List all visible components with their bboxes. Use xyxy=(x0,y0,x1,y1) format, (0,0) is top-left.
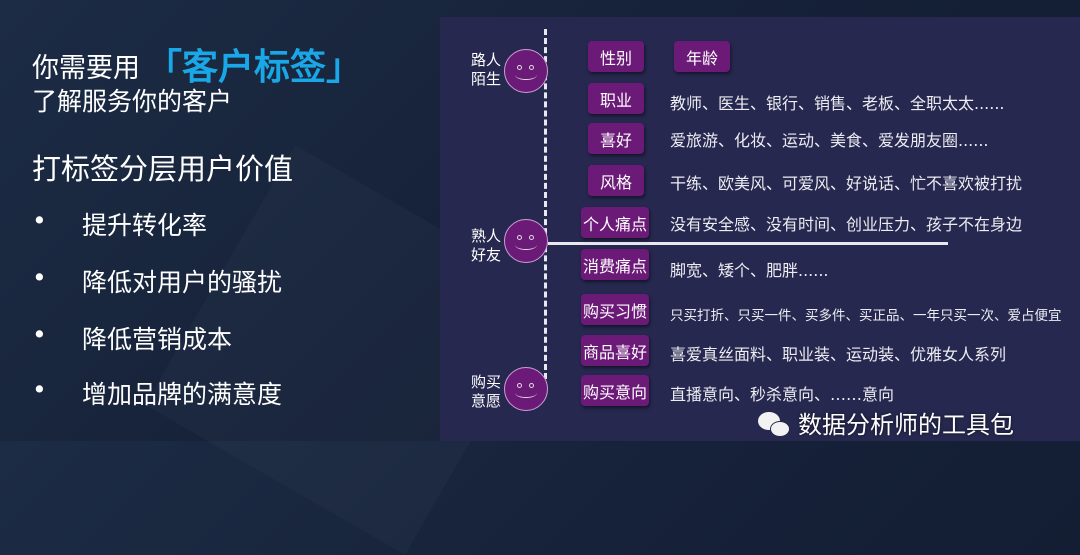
bullet-text: 提升转化率 xyxy=(82,211,208,240)
bullet-item: • 增加品牌的满意度 xyxy=(32,375,282,411)
bullet-item: • 降低营销成本 xyxy=(32,320,232,356)
tag-description: 爱旅游、化妆、运动、美食、爱发朋友圈...... xyxy=(670,131,989,150)
title-highlight: 「客户标签」 xyxy=(146,47,363,88)
tag-description: 脚宽、矮个、肥胖...... xyxy=(670,261,829,280)
tag-age: 年龄 xyxy=(674,41,730,72)
page-title: 你需要用「客户标签」 xyxy=(32,38,362,90)
left-panel: 你需要用「客户标签」 了解服务你的客户 打标签分层用户价值 • 提升转化率 • 降低… xyxy=(0,0,440,441)
watermark: 数据分析师的工具包 xyxy=(758,411,1014,439)
bullet-dot: • xyxy=(32,375,47,404)
tag-description: 干练、欧美风、可爱风、好说话、忙不喜欢被打扰 xyxy=(670,174,1023,193)
tag-description: 直播意向、秒杀意向、……意向 xyxy=(670,385,895,404)
tag-personal-pain: 个人痛点 xyxy=(581,207,649,238)
bullet-dot: • xyxy=(32,206,47,235)
smiley-face-icon xyxy=(504,367,548,411)
bullet-text: 降低对用户的骚扰 xyxy=(82,268,283,297)
tag-purchase-habit: 购买习惯 xyxy=(581,294,649,325)
bullet-dot: • xyxy=(32,263,47,292)
smiley-face-icon xyxy=(504,219,548,263)
tag-description: 教师、医生、银行、销售、老板、全职太太...... xyxy=(670,94,1005,113)
timeline-dashed-line xyxy=(544,29,547,379)
subtitle: 了解服务你的客户 xyxy=(32,87,233,116)
tag-style: 风格 xyxy=(588,165,644,196)
bullet-item: • 提升转化率 xyxy=(32,206,207,242)
bullet-text: 降低营销成本 xyxy=(82,325,233,354)
tag-purchase-intent: 购买意向 xyxy=(581,375,649,406)
stage-label: 路人陌生 xyxy=(471,51,502,88)
smiley-face-icon xyxy=(504,49,548,93)
tag-description: 只买打折、只买一件、买多件、买正品、一年只买一次、爱占便宜 xyxy=(670,308,1062,324)
tag-description: 没有安全感、没有时间、创业压力、孩子不在身边 xyxy=(670,215,1023,234)
tag-hobby: 喜好 xyxy=(588,123,644,154)
wechat-icon xyxy=(758,412,794,438)
tag-gender: 性别 xyxy=(588,41,644,72)
watermark-text: 数据分析师的工具包 xyxy=(798,411,1014,439)
divider-line xyxy=(548,242,948,245)
bullet-item: • 降低对用户的骚扰 xyxy=(32,263,282,299)
tag-diagram-panel: 路人陌生 熟人好友 购买意愿 性别 年龄 职业 教师、医生、银行、销售、老板、全… xyxy=(440,17,1080,441)
section-heading: 打标签分层用户价值 xyxy=(32,152,294,186)
tag-description: 喜爱真丝面料、职业装、运动装、优雅女人系列 xyxy=(670,345,1007,364)
stage-label: 熟人好友 xyxy=(471,227,502,264)
tag-consumption-pain: 消费痛点 xyxy=(581,249,649,280)
stage-label: 购买意愿 xyxy=(471,373,502,410)
title-prefix: 你需要用 xyxy=(32,53,140,84)
tag-occupation: 职业 xyxy=(588,83,644,114)
bullet-text: 增加品牌的满意度 xyxy=(82,380,283,409)
tag-product-preference: 商品喜好 xyxy=(581,335,649,366)
bullet-dot: • xyxy=(32,320,47,349)
